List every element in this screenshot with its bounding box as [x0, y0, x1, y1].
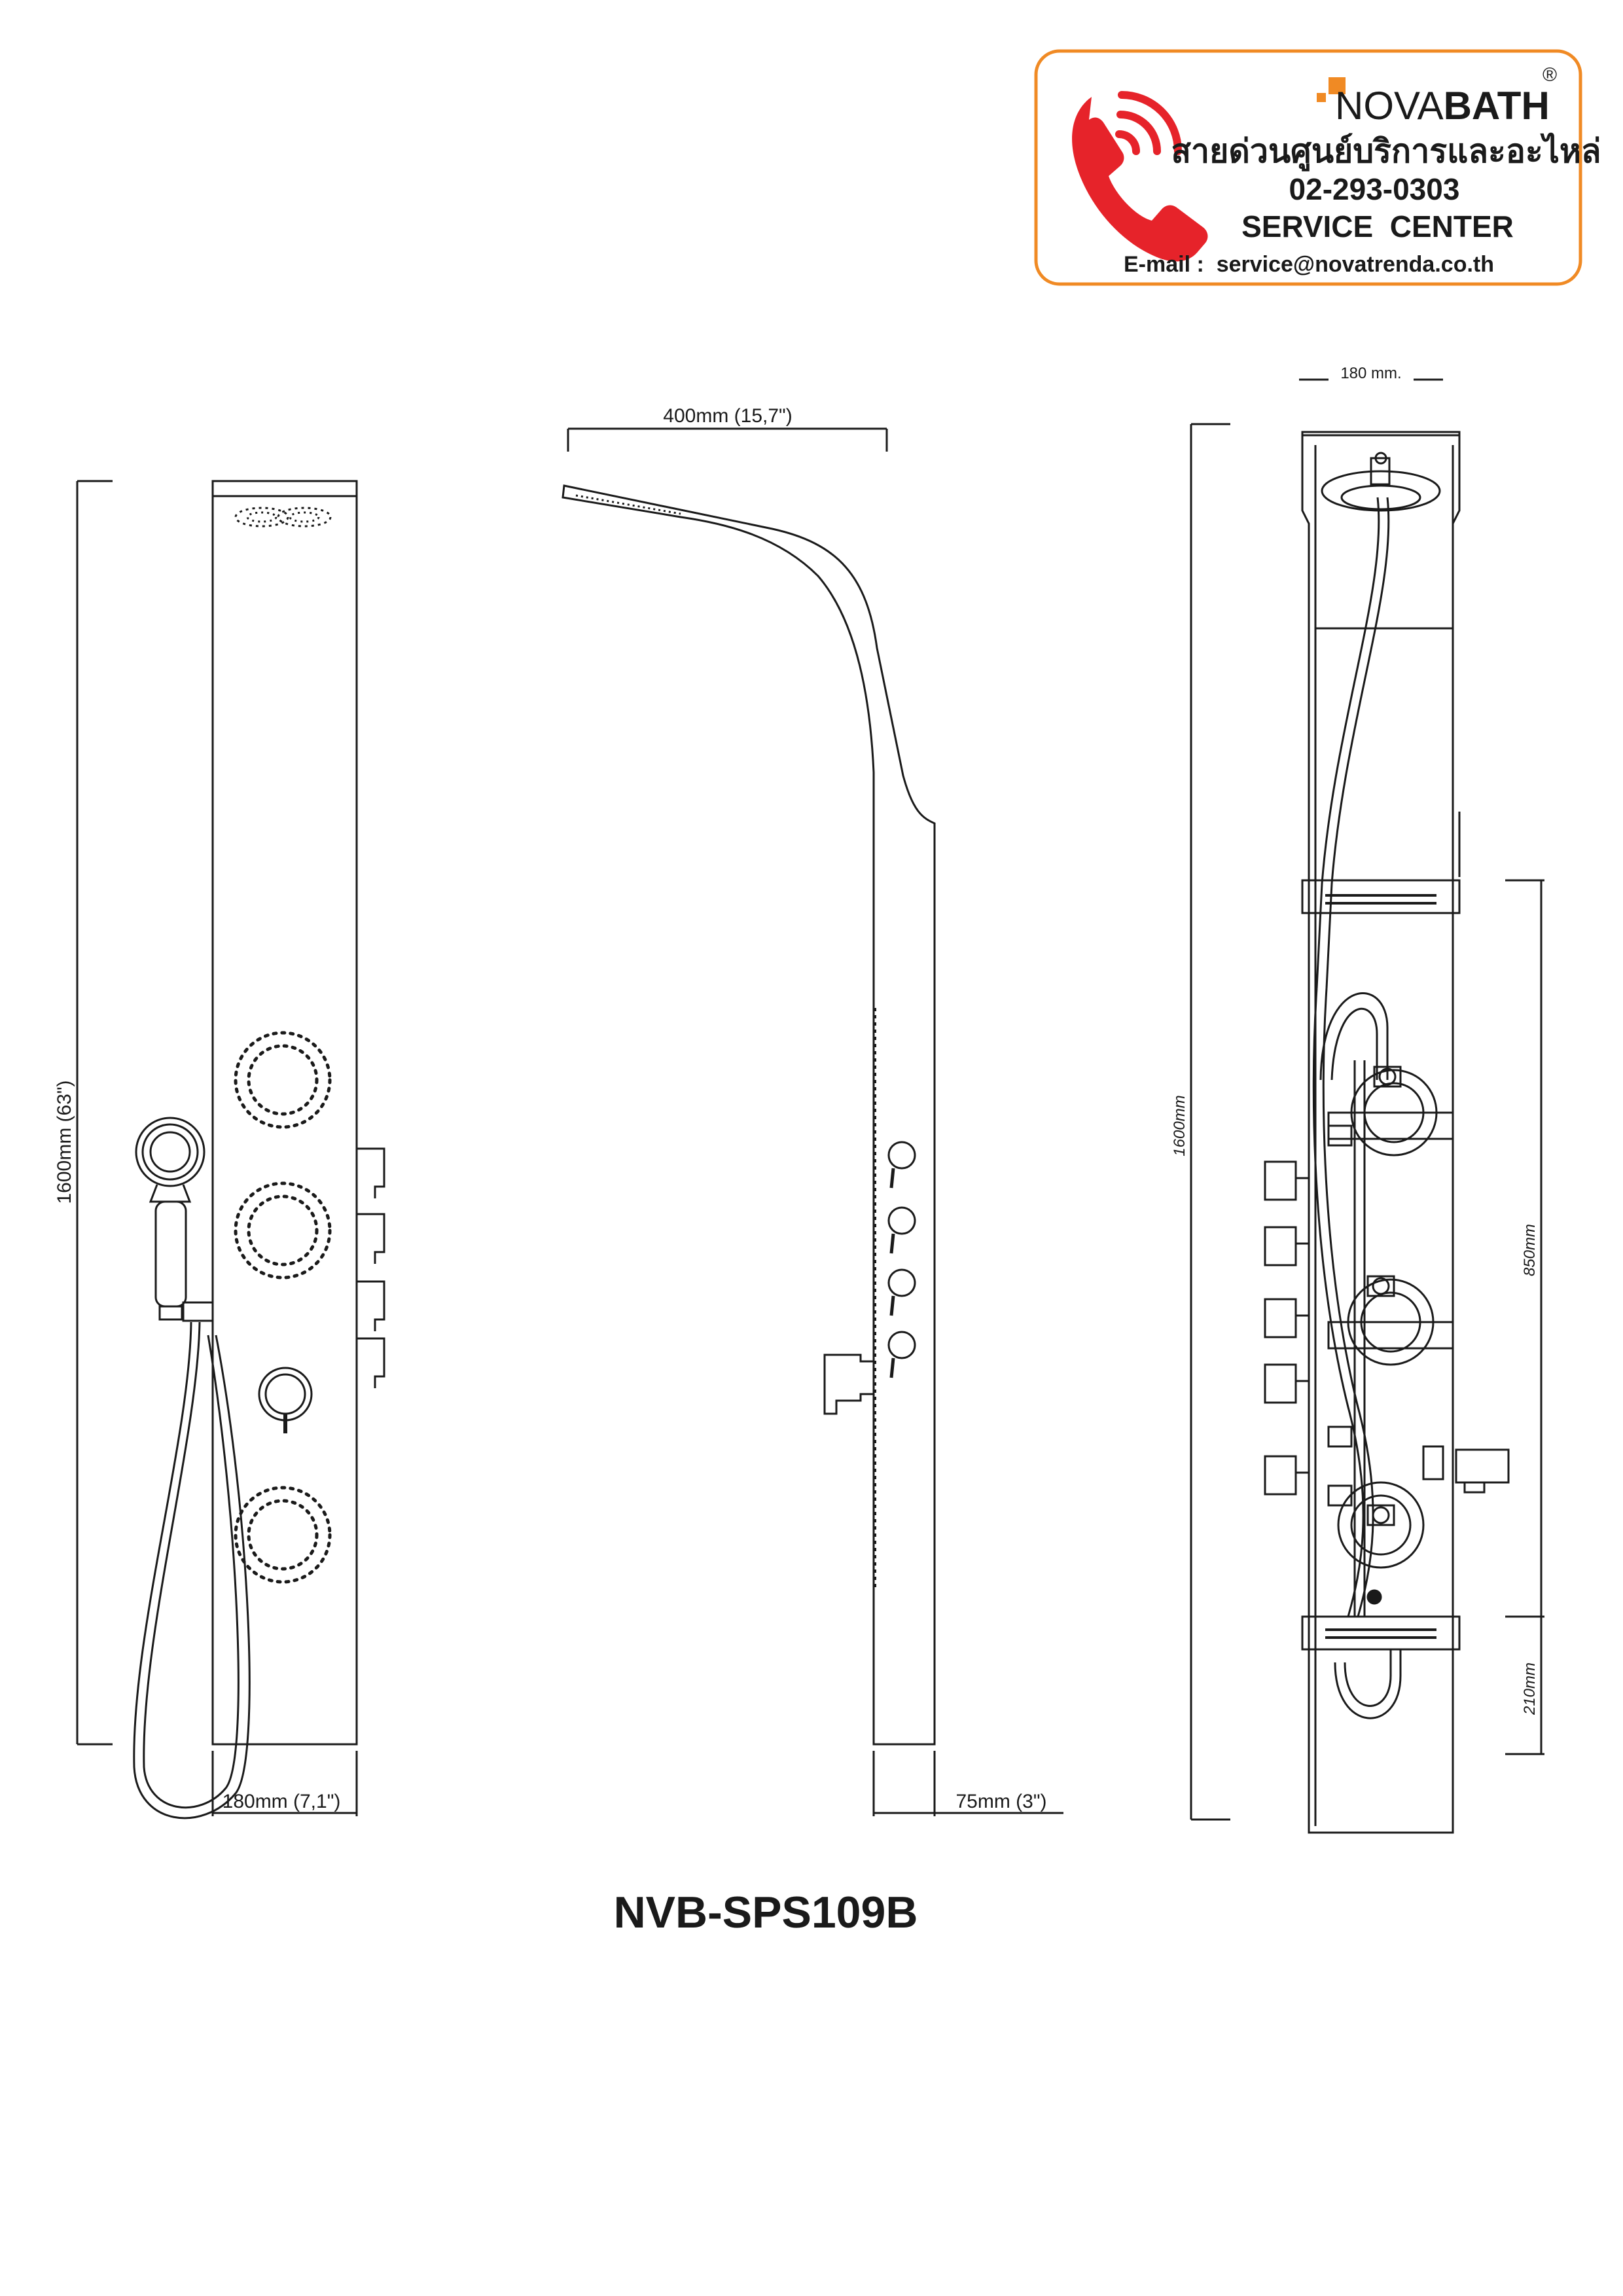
brand-name: NOVABATH	[1335, 84, 1550, 128]
side-knobs-profile	[887, 1141, 916, 1378]
back-width-label: 180 mm.	[1340, 365, 1401, 382]
service-center: SERVICE CENTER	[1241, 209, 1514, 243]
massage-jet-3	[234, 1486, 332, 1584]
side-profile	[562, 484, 936, 1746]
service-center-box: NOVABATH ® สายด่วนศูนย์บริการและอะไหล่ 0…	[1034, 49, 1601, 286]
back-height-label: 1600mm	[1171, 1095, 1188, 1156]
front-panel	[211, 480, 358, 1746]
model-title: NVB-SPS109B	[614, 1888, 918, 1937]
side-depth-label: 75mm (3")	[956, 1791, 1047, 1812]
registered-mark: ®	[1543, 64, 1557, 86]
front-height-label: 1600mm (63")	[54, 1080, 75, 1204]
hotline-thai: สายด่วนศูนย์บริการและอะไหล่	[1171, 132, 1601, 171]
logo-square-large	[1329, 77, 1346, 94]
hose-connector	[823, 1354, 874, 1415]
side-top-label: 400mm (15,7")	[663, 405, 792, 427]
back-section-lower-label: 210mm	[1521, 1662, 1539, 1715]
brand-name-prefix: NOVA	[1335, 84, 1444, 128]
front-view: 1600mm (63")	[54, 480, 385, 1820]
mixer-knob	[258, 1367, 313, 1433]
massage-jet-1	[234, 1031, 332, 1129]
side-view: 400mm (15,7") 75mm (3")	[562, 405, 1063, 1816]
phone-number: 02-293-0303	[1289, 172, 1460, 206]
back-section-upper-label: 850mm	[1521, 1224, 1539, 1276]
side-knobs	[357, 1147, 385, 1388]
massage-jet-2	[234, 1181, 332, 1280]
brand-name-suffix: BATH	[1444, 84, 1550, 128]
shower-hose	[133, 1321, 251, 1820]
front-width-label: 180mm (7,1")	[223, 1791, 341, 1812]
internal-hose	[1315, 497, 1380, 989]
back-view: 180 mm. 1600mm 850mm 210mm	[1171, 365, 1544, 1834]
hand-shower	[135, 1117, 214, 1322]
logo-square-small	[1317, 93, 1326, 102]
phone-ringing-icon	[1072, 91, 1208, 262]
top-nozzle-pattern	[234, 507, 332, 528]
back-frame	[1301, 431, 1461, 1834]
email: E-mail : service@novatrenda.co.th	[1124, 252, 1494, 277]
